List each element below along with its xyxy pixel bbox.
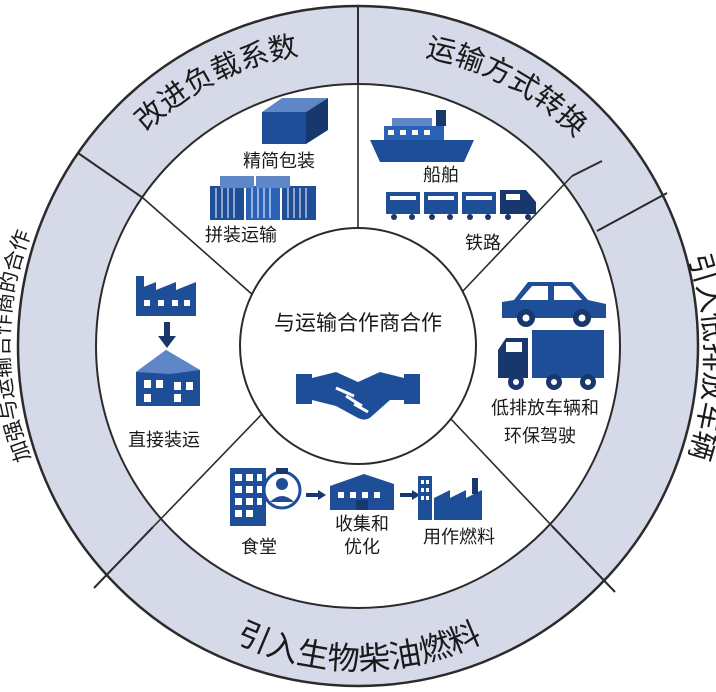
arrow-right-icon [400, 490, 420, 500]
label-canteen: 食堂 [241, 537, 277, 558]
label-low-emission-line2: 环保驾驶 [504, 426, 576, 447]
label-collect-line1: 收集和 [335, 514, 389, 535]
label-fuel: 用作燃料 [423, 527, 495, 548]
box-icon [262, 98, 328, 144]
house-icon [136, 350, 200, 406]
label-consolidated: 拼装运输 [205, 225, 277, 246]
arrow-right-icon [306, 490, 326, 500]
collection-facility-icon [330, 474, 394, 510]
center-circle [239, 227, 477, 465]
canteen-icon [230, 468, 302, 526]
truck-icon [498, 330, 604, 390]
factory-icon [418, 476, 482, 520]
label-low-emission-line1: 低排放车辆和 [491, 398, 599, 419]
label-collect-line2: 优化 [344, 537, 380, 558]
ring-dividers [77, 6, 668, 593]
label-direct-shipping: 直接装运 [128, 430, 200, 451]
inner-spokes [142, 84, 573, 528]
arrow-down-icon [158, 322, 176, 348]
train-icon [386, 190, 536, 220]
label-packaging: 精简包装 [243, 151, 315, 172]
center-title: 与运输合作商合作 [274, 311, 442, 335]
ship-icon [370, 110, 474, 162]
label-ship: 船舶 [423, 165, 459, 186]
label-rail: 铁路 [465, 233, 501, 254]
factory-icon [136, 276, 196, 316]
container-stack-icon [210, 176, 316, 220]
handshake-icon [296, 372, 420, 420]
car-icon [502, 282, 606, 327]
